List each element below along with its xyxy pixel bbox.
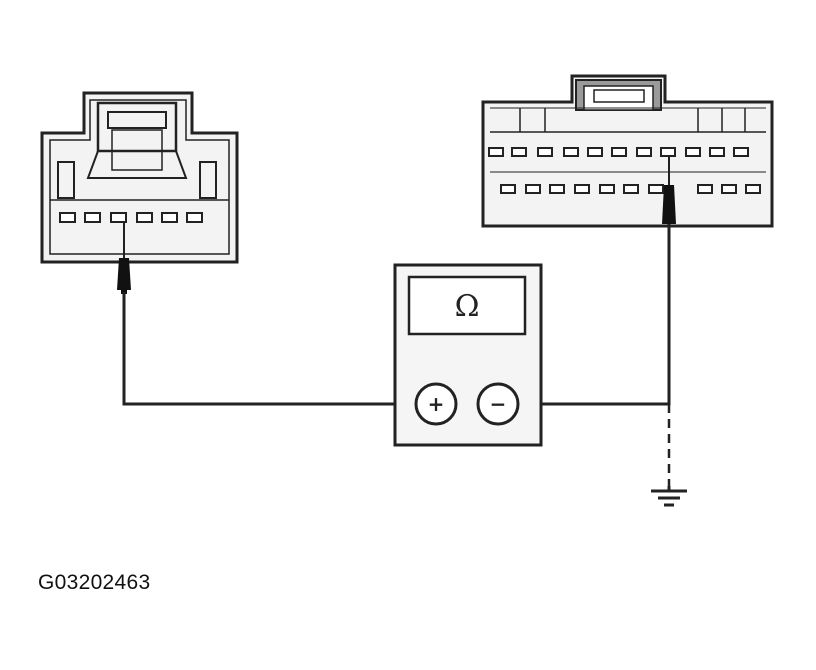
right-connector	[481, 74, 774, 228]
left-terminal-row	[59, 212, 203, 223]
positive-lead-wire	[122, 292, 415, 406]
positive-terminal-label: +	[428, 392, 445, 416]
right-terminal-row-lower	[500, 184, 761, 194]
negative-terminal-label: −	[490, 392, 507, 416]
positive-terminal: +	[414, 382, 458, 426]
test-probe-icon	[662, 156, 676, 224]
right-terminal-row-upper	[488, 147, 749, 157]
left-connector	[40, 91, 239, 264]
meter-display	[407, 275, 527, 336]
ohm-symbol: Ω	[455, 289, 480, 324]
figure-id: G03202463	[38, 571, 151, 594]
negative-lead-wire	[521, 224, 671, 406]
ground-symbol-icon	[651, 486, 687, 507]
ohmmeter: Ω + −	[393, 263, 543, 447]
negative-terminal: −	[476, 382, 520, 426]
